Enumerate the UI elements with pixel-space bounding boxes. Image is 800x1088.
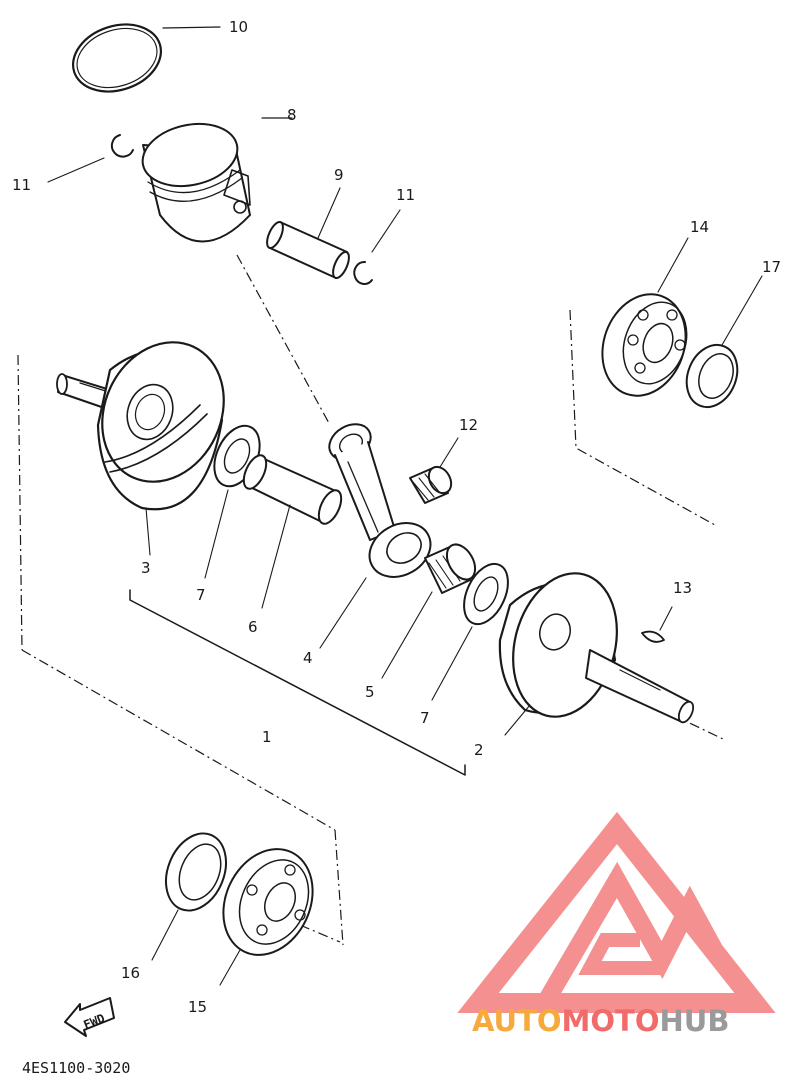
connecting-rod [319,423,432,649]
woodruff-key [641,606,673,643]
oil-seal-lower [151,832,227,961]
ref-label: 16 [121,964,140,982]
watermark-logo [457,811,776,1013]
crank-right [498,572,695,736]
crank-left [56,341,225,556]
ref-label: 11 [396,186,415,204]
circlip-left [47,134,134,183]
assembly-bracket [129,589,466,776]
watermark-triangle-icon [457,811,776,1013]
ref-label: 11 [12,176,31,194]
ref-label: 7 [420,709,430,727]
reference-labels: 10 8 11 9 11 14 17 12 3 7 6 4 5 7 13 1 2… [12,18,781,1016]
ref-label: 2 [474,741,484,759]
circlip-right [353,209,401,285]
ref-label: 12 [459,416,478,434]
watermark-m-icon [537,861,728,1008]
ref-label: 3 [141,559,151,577]
big-end-bearing [381,543,477,679]
small-end-bearing [409,437,459,504]
ref-label: 6 [248,618,258,636]
ref-label: 4 [303,649,313,667]
ref-label: 15 [188,998,207,1016]
watermark-text: AUTOMOTOHUB [472,1004,729,1038]
ref-label: 17 [762,258,781,276]
ref-label: 13 [673,579,692,597]
part-code: 4ES1100-3020 [22,1059,130,1077]
watermark-text-hub: HUB [660,1004,730,1038]
watermark-text-moto: MOTO [562,1004,660,1038]
ref-label: 7 [196,586,206,604]
ref-label: 10 [229,18,248,36]
fwd-arrow-icon: FWD [64,997,115,1037]
watermark-text-auto: AUTO [472,1004,562,1038]
watermark-g-icon [578,933,660,975]
washer-right [431,562,509,701]
ref-label: 1 [262,728,272,746]
bearing-lower [219,848,314,986]
ref-label: 9 [334,166,344,184]
piston-ring [71,23,221,93]
bearing-upper [601,237,689,397]
crank-pin [242,454,343,609]
ref-label: 14 [690,218,709,236]
piston [141,117,293,243]
ref-label: 8 [287,106,297,124]
ref-label: 5 [365,683,375,701]
piston-pin [266,187,350,280]
oil-seal-upper [685,275,763,409]
